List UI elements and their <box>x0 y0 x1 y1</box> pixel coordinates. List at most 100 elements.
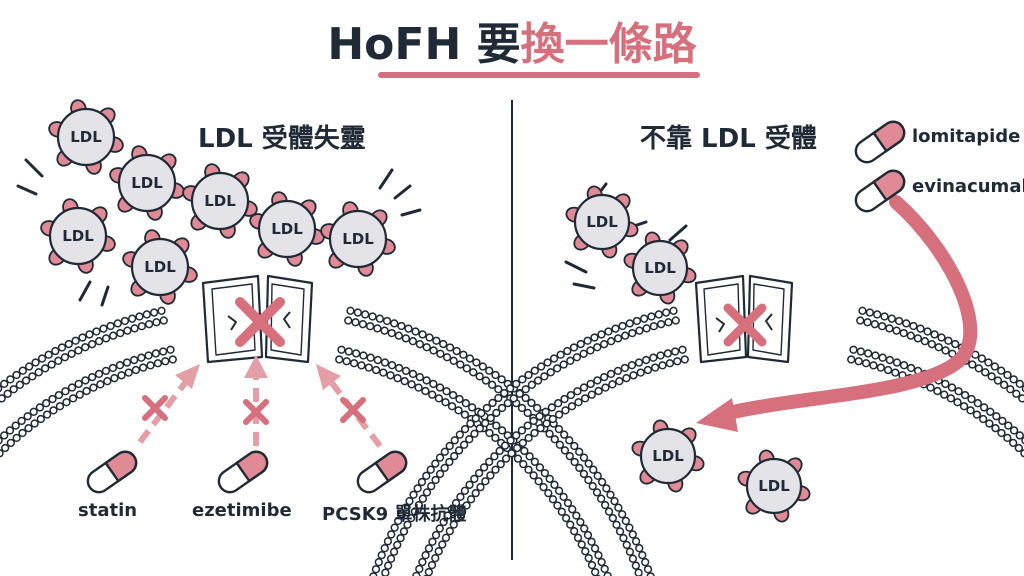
membrane-bead <box>435 453 445 462</box>
membrane-bead <box>482 403 492 413</box>
membrane-bead <box>409 490 418 499</box>
membrane-bead <box>574 398 583 407</box>
membrane-bead <box>465 480 474 489</box>
membrane-bead <box>401 366 411 376</box>
membrane-bead <box>466 419 475 428</box>
membrane-bead <box>618 321 627 331</box>
membrane-bead <box>404 324 413 333</box>
membrane-bead <box>940 390 949 399</box>
arrow-icon <box>244 355 268 378</box>
membrane-bead <box>117 371 126 380</box>
title-highlight: 換一條路 <box>520 19 697 70</box>
membrane-bead <box>579 383 589 392</box>
membrane-bead <box>491 433 500 443</box>
membrane-bead <box>486 471 495 480</box>
membrane-bead <box>865 308 875 317</box>
membrane-bead <box>427 560 437 570</box>
membrane-bead <box>15 380 25 389</box>
membrane-bead <box>413 484 422 493</box>
membrane-bead <box>344 347 353 356</box>
bypass-arrow <box>713 195 978 422</box>
membrane-bead <box>569 343 579 352</box>
membrane-bead <box>518 438 527 448</box>
membrane-bead <box>584 475 593 485</box>
membrane-bead <box>445 343 455 352</box>
membrane-bead <box>573 533 583 542</box>
membrane-bead <box>665 359 675 368</box>
membrane-bead <box>854 357 863 366</box>
membrane-bead <box>635 326 644 335</box>
membrane-bead <box>906 331 915 340</box>
membrane-bead <box>346 306 355 315</box>
membrane-bead <box>954 387 963 396</box>
membrane-bead <box>649 322 658 331</box>
membrane-bead <box>663 349 673 358</box>
membrane-bead <box>563 346 572 356</box>
membrane-bead <box>485 457 494 466</box>
membrane-bead <box>455 430 464 439</box>
membrane-bead <box>418 494 428 503</box>
membrane-bead <box>0 384 3 393</box>
membrane-bead <box>47 360 56 369</box>
membrane-bead <box>899 361 909 370</box>
membrane-bead <box>452 346 461 356</box>
membrane-bead <box>991 424 1000 433</box>
membrane-bead <box>512 431 521 440</box>
membrane-bead <box>421 551 430 560</box>
membrane-bead <box>479 463 489 472</box>
membrane-bead <box>892 358 902 367</box>
membrane-bead <box>459 440 469 449</box>
membrane-bead <box>418 330 427 339</box>
membrane-bead <box>87 340 97 349</box>
membrane-bead <box>428 537 437 546</box>
membrane-bead <box>78 333 87 342</box>
ldl-label: LDL <box>70 128 102 146</box>
block-x-icon <box>243 399 269 425</box>
membrane-bead <box>636 368 645 377</box>
ldl-particle-icon: LDL <box>182 163 258 239</box>
membrane-bead <box>548 495 558 504</box>
arrow-icon <box>696 398 738 432</box>
membrane-bead <box>561 513 571 523</box>
membrane-bead <box>506 436 515 445</box>
membrane-bead <box>673 357 682 366</box>
membrane-bead <box>373 355 382 365</box>
membrane-bead <box>153 359 163 368</box>
membrane-bead <box>572 353 582 362</box>
membrane-bead <box>75 390 84 399</box>
membrane-bead <box>434 394 444 403</box>
membrane-bead <box>379 368 388 377</box>
membrane-bead <box>393 374 402 383</box>
membrane-bead <box>601 500 610 510</box>
membrane-bead <box>37 354 47 363</box>
membrane-bead <box>369 572 378 576</box>
membrane-bead <box>934 343 943 352</box>
membrane-bead <box>440 447 449 456</box>
membrane-bead <box>458 507 467 516</box>
membrane-bead <box>456 492 465 502</box>
membrane-bead <box>876 363 885 372</box>
membrane-bead <box>375 314 384 323</box>
membrane-bead <box>858 306 867 315</box>
membrane-bead <box>503 398 512 408</box>
membrane-bead <box>18 366 27 375</box>
membrane-bead <box>64 339 73 349</box>
membrane-bead <box>422 471 431 480</box>
membrane-bead <box>625 319 634 328</box>
membrane-bead <box>448 390 458 400</box>
membrane-bead <box>586 379 595 389</box>
membrane-bead <box>460 410 470 419</box>
membrane-bead <box>135 312 144 321</box>
membrane-bead <box>608 513 617 523</box>
membrane-bead <box>974 364 983 373</box>
membrane-bead <box>899 328 908 338</box>
membrane-bead <box>422 343 431 352</box>
membrane-bead <box>124 368 133 377</box>
membrane-bead <box>501 454 511 463</box>
membrane-bead <box>909 321 918 331</box>
membrane-bead <box>576 339 585 349</box>
membrane-bead <box>560 394 569 404</box>
membrane-bead <box>972 410 982 419</box>
